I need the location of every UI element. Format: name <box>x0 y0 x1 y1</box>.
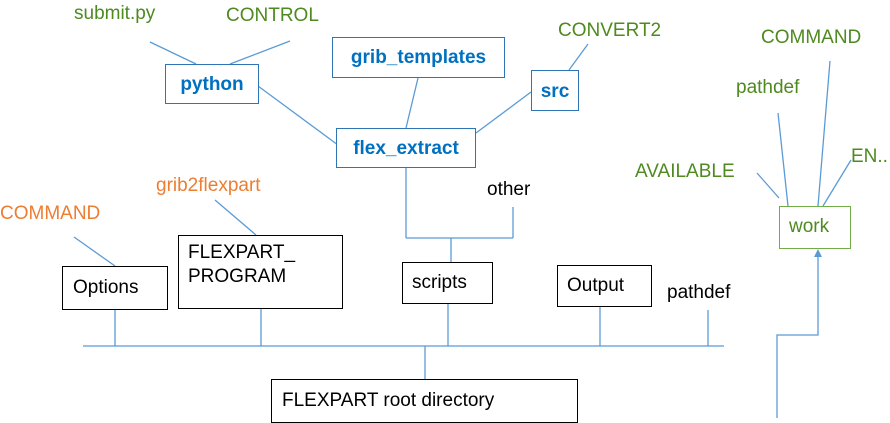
node-root-directory: FLEXPART root directory <box>271 379 578 423</box>
node-grib-templates: grib_templates <box>332 37 505 78</box>
connector-path-to-work <box>776 256 819 418</box>
label-control: CONTROL <box>226 5 319 26</box>
node-flex-extract: flex_extract <box>336 128 476 168</box>
node-output-label: Output <box>567 275 625 296</box>
node-flexpart-program-line1: FLEXPART_ <box>188 242 296 263</box>
node-options: Options <box>62 266 168 310</box>
connector-available-work <box>756 172 780 199</box>
connector-src-flexextract <box>475 91 532 134</box>
node-work-label: work <box>789 216 830 237</box>
node-python: python <box>165 64 259 104</box>
node-root-directory-label: FLEXPART root directory <box>282 390 495 411</box>
node-scripts-label: scripts <box>412 272 467 293</box>
label-pathdef-work: pathdef <box>736 77 800 98</box>
node-src-label: src <box>540 81 570 102</box>
node-flex-extract-label: flex_extract <box>353 138 459 159</box>
connector-gribtemplates-flexextract <box>405 77 419 129</box>
node-work: work <box>779 206 851 249</box>
connector-pathdef-work <box>777 112 789 207</box>
arrowhead-icon <box>814 249 822 257</box>
node-grib-templates-label: grib_templates <box>350 47 487 68</box>
connector-python-flexextract <box>257 85 339 146</box>
label-en: EN.. <box>851 146 888 167</box>
connector-submit-python <box>149 41 197 65</box>
label-grib2flexpart: grib2flexpart <box>156 175 261 196</box>
label-pathdef-root: pathdef <box>667 282 731 303</box>
label-available: AVAILABLE <box>635 161 735 182</box>
label-submit-py: submit.py <box>74 3 156 24</box>
connector-convert2-src <box>568 43 589 71</box>
node-flexpart-program-line2: PROGRAM <box>188 266 287 287</box>
node-scripts: scripts <box>402 262 493 304</box>
connector-control-python <box>229 40 291 65</box>
node-src: src <box>531 70 579 111</box>
label-command-options: COMMAND <box>0 203 101 224</box>
connector-grib2flexpart-program <box>214 199 257 236</box>
connector-command-work <box>817 60 831 207</box>
label-convert2: CONVERT2 <box>558 20 662 41</box>
node-options-label: Options <box>73 277 139 298</box>
connector-en-work <box>822 159 852 207</box>
node-output: Output <box>557 265 652 307</box>
node-flexpart-program: FLEXPART_ PROGRAM <box>178 235 343 309</box>
label-other: other <box>487 179 531 200</box>
connector-command-options <box>73 236 116 267</box>
label-command-work: COMMAND <box>761 27 862 48</box>
node-python-label: python <box>180 74 244 95</box>
